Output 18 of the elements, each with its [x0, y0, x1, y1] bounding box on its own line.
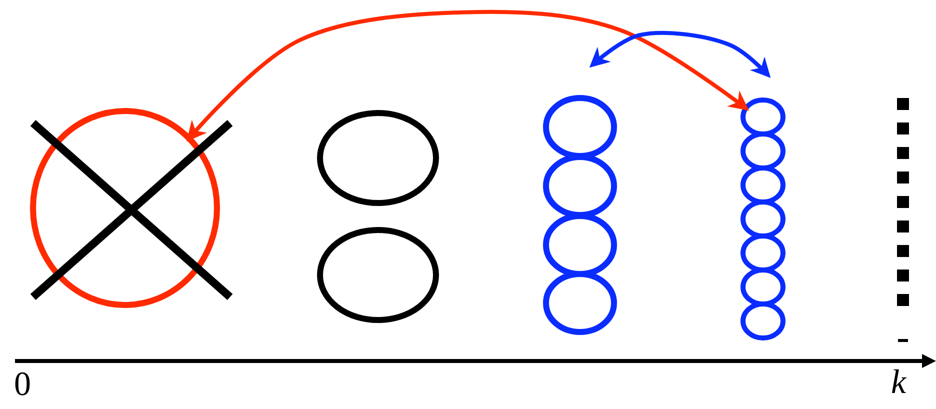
- circle-outline: [543, 271, 617, 335]
- circle-outline: [740, 302, 786, 340]
- circle-outline: [740, 268, 786, 306]
- axis-label: 0: [14, 368, 31, 402]
- circle-outline: [740, 98, 786, 136]
- axis-label: k: [891, 366, 906, 400]
- circle-outline: [740, 234, 786, 272]
- circle-outline: [740, 200, 786, 238]
- circle-outline: [317, 227, 439, 323]
- circle-outline: [740, 132, 786, 170]
- circle-outline: [30, 108, 220, 308]
- circle-outline: [317, 110, 439, 206]
- curved-arrow: [186, 10, 750, 142]
- circle-outline: [543, 213, 617, 277]
- circle-outline: [543, 154, 617, 218]
- circle-outline: [543, 95, 617, 159]
- curved-arrow: [589, 30, 771, 78]
- circle-outline: [740, 166, 786, 204]
